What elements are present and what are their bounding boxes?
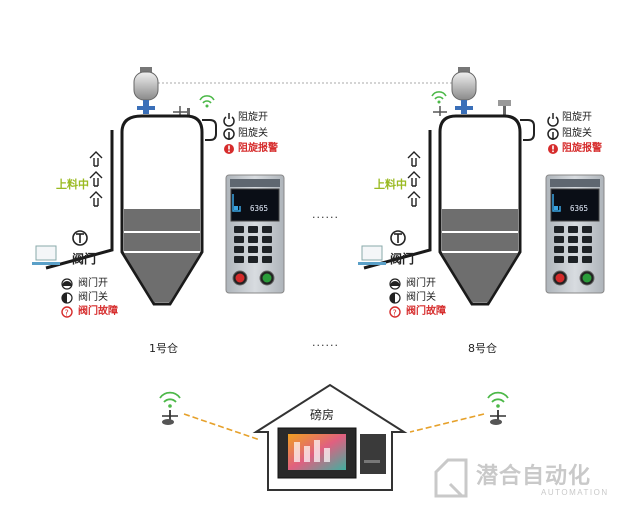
valve-open-icon: [390, 281, 400, 286]
ellipsis-bottom: ......: [312, 336, 339, 349]
feed-tank-icon: [451, 67, 477, 114]
valve-icon: [72, 230, 88, 246]
brand-name: 潜合自动化: [476, 463, 592, 488]
controller-panel: 6365: [225, 174, 285, 294]
left-signal-link: [183, 413, 261, 441]
feed-tank-icon: [133, 67, 159, 114]
valve-fault-icon: [389, 306, 401, 318]
valve-fault-icon: [61, 306, 73, 318]
right-signal-link: [409, 413, 485, 433]
pump-base: [32, 262, 60, 265]
right-base-antenna-icon: [487, 391, 509, 425]
controller-display-value: 6365: [570, 204, 588, 213]
rotary-alarm-label: 阻旋报警: [238, 143, 278, 154]
feed-pipe: [45, 130, 114, 270]
rotary-off-label: 阻旋关: [238, 128, 268, 139]
feed-up-arrow-icon: [89, 151, 103, 207]
pump-box: [35, 245, 57, 261]
rotary-off-label: 阻旋关: [562, 128, 592, 139]
valve-closed-label: 阀门关: [406, 292, 436, 303]
rotary-on-label: 阻旋开: [562, 112, 592, 123]
silo-8: ? 6365: [358, 67, 605, 318]
sensor-bracket: [202, 119, 217, 141]
silo-fill-level: [124, 209, 200, 231]
rotary-sensor-head: [498, 100, 511, 106]
silo-fill-level: [442, 209, 518, 231]
rotary-off-icon: [547, 128, 559, 140]
silo-fill-level: [124, 233, 200, 251]
rotary-on-icon: [223, 113, 235, 127]
silo-fill-level: [442, 253, 518, 302]
rotary-off-icon: [223, 128, 235, 140]
left-base-antenna-icon: [159, 391, 181, 425]
brand-subtitle: AUTOMATION: [541, 488, 609, 497]
valve-fault-label: 阀门故障: [406, 306, 446, 317]
valve-open-label: 阀门开: [78, 278, 108, 289]
valve-icon: [390, 230, 406, 246]
ellipsis-top: ......: [312, 208, 339, 221]
silo-name: 1号仓: [149, 342, 178, 355]
svg-text:?: ?: [393, 309, 397, 318]
feeding-status-label: 上料中: [374, 178, 407, 191]
weighing-room: [252, 383, 408, 491]
pump-box: [361, 245, 383, 261]
silo-fill-level: [442, 233, 518, 251]
sensor-bracket: [520, 119, 535, 141]
keypad: [554, 226, 592, 263]
valve-fault-label: 阀门故障: [78, 306, 118, 317]
silo-fill-level: [124, 253, 200, 302]
rotary-on-icon: [547, 113, 559, 127]
wifi-antenna-icon: [173, 95, 215, 116]
valve-label: 阀门: [72, 252, 97, 266]
weighing-room-label: 磅房: [310, 408, 335, 422]
valve-open-label: 阀门开: [406, 278, 436, 289]
silo-name: 8号仓: [468, 342, 497, 355]
brand-logo-icon: [434, 458, 468, 498]
valve-closed-label: 阀门关: [78, 292, 108, 303]
feeding-status-label: 上料中: [56, 178, 89, 191]
rotary-on-label: 阻旋开: [238, 112, 268, 123]
pump-base: [358, 262, 386, 265]
rotary-alarm-label: 阻旋报警: [562, 143, 602, 154]
computer-tower: [360, 434, 386, 474]
svg-text:?: ?: [65, 309, 69, 318]
rotary-alarm-icon: [224, 144, 234, 154]
wifi-antenna-icon: [431, 91, 447, 116]
controller-display-value: 6365: [250, 204, 268, 213]
valve-label: 阀门: [390, 252, 415, 266]
rotary-alarm-icon: [548, 144, 558, 154]
valve-open-icon: [62, 281, 72, 286]
controller-panel: 6365: [545, 174, 605, 294]
feed-up-arrow-icon: [407, 151, 421, 207]
silo-1: ? 6365: [32, 67, 285, 318]
keypad: [234, 226, 272, 263]
